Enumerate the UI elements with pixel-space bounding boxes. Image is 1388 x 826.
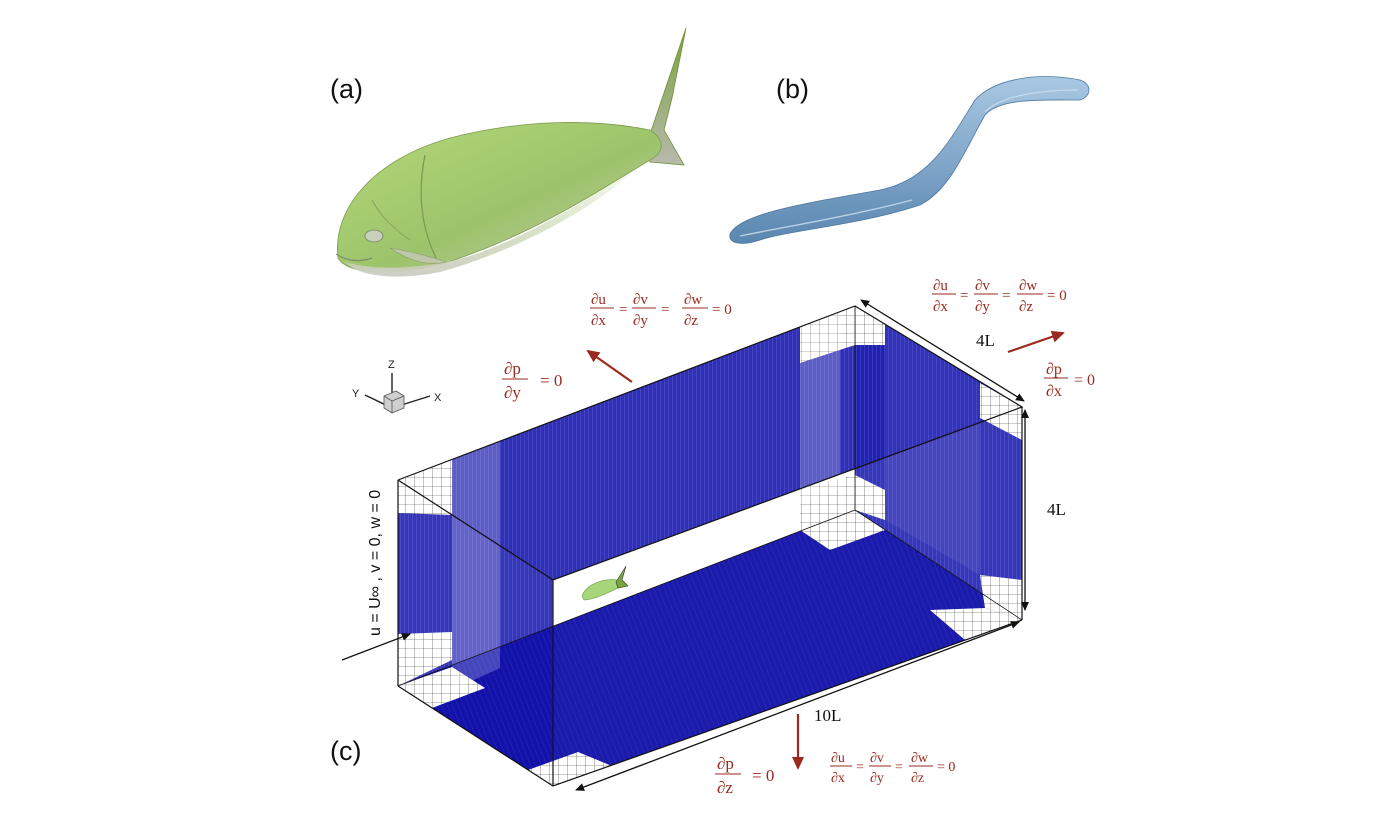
panel-label-a: (a) xyxy=(330,74,363,104)
bc-px-den: ∂x xyxy=(1046,383,1062,400)
bc-py-zero: = 0 xyxy=(540,371,562,390)
computational-domain xyxy=(397,305,1024,787)
bc-right-dx: ∂x xyxy=(933,299,948,315)
coarse-grid-block xyxy=(800,510,885,550)
bc-right-zero: = 0 xyxy=(1047,288,1067,304)
coarse-grid-block xyxy=(398,459,452,515)
bc-top-zero: = 0 xyxy=(712,302,732,318)
bc-top-dx: ∂x xyxy=(591,313,606,329)
axis-triad: Z Y X xyxy=(352,359,442,414)
bc-bottom-du: ∂u xyxy=(831,751,845,766)
bc-pressure-z: ∂p ∂z = 0 xyxy=(715,754,774,797)
coarse-grid-block xyxy=(398,667,485,708)
bc-arrows xyxy=(586,330,1065,770)
bc-top-eq1: = xyxy=(619,302,627,318)
coarse-grid-block xyxy=(398,632,452,686)
bc-right-dv: ∂v xyxy=(975,278,990,294)
inlet-bc-label: u = U∞ , v = 0, w = 0 xyxy=(367,490,384,636)
bc-pz-den: ∂z xyxy=(717,778,733,797)
coarse-grid-block xyxy=(800,306,855,363)
length-dimension-label: 10L xyxy=(814,706,841,725)
axis-x-label: X xyxy=(434,392,442,404)
coarse-grid-block xyxy=(980,575,1022,620)
bc-top-dv: ∂v xyxy=(633,292,648,308)
axis-z-label: Z xyxy=(388,359,395,371)
panel-label-b: (b) xyxy=(776,74,809,104)
bc-bottom-zero: = 0 xyxy=(937,760,955,775)
bc-top-dz: ∂z xyxy=(684,313,698,329)
bc-top-dy: ∂y xyxy=(633,313,648,329)
height-dimension-label: 4L xyxy=(1047,500,1066,519)
bc-right-dw: ∂w xyxy=(1019,278,1037,294)
bc-velocity-top: ∂u ∂x = ∂v ∂y = ∂w ∂z = 0 xyxy=(590,292,732,329)
bc-pressure-y: ∂p ∂y = 0 xyxy=(502,359,562,402)
bc-right-eq1: = xyxy=(960,288,968,304)
bc-bottom-dv: ∂v xyxy=(870,751,884,766)
fish-model-illustration xyxy=(335,27,687,277)
coarse-grid-block xyxy=(800,475,855,530)
inlet-boundary: u = U∞ , v = 0, w = 0 xyxy=(341,490,411,661)
eel-model-illustration xyxy=(729,76,1090,244)
bc-pressure-x: ∂p ∂x = 0 xyxy=(1044,361,1095,400)
bc-top-eq2: = xyxy=(661,302,669,318)
bc-velocity-right: ∂u ∂x = ∂v ∂y = ∂w ∂z = 0 xyxy=(932,278,1067,315)
coarse-grid-block xyxy=(855,475,885,520)
bc-pz-num: ∂p xyxy=(717,754,734,773)
bc-top-dw: ∂w xyxy=(684,292,702,308)
axis-y-label: Y xyxy=(352,388,360,400)
bc-bottom-dz: ∂z xyxy=(911,771,924,786)
bc-bottom-eq2: = xyxy=(895,760,903,775)
bc-py-den: ∂y xyxy=(504,383,521,402)
bc-right-dy: ∂y xyxy=(975,299,990,315)
bc-top-du: ∂u xyxy=(591,292,606,308)
bc-py-num: ∂p xyxy=(504,359,521,378)
bc-right-dz: ∂z xyxy=(1019,299,1033,315)
bc-right-eq2: = xyxy=(1002,288,1010,304)
bc-bottom-dy: ∂y xyxy=(870,771,884,786)
bc-px-num: ∂p xyxy=(1046,361,1062,378)
fish-in-domain xyxy=(581,565,629,601)
panel-label-c: (c) xyxy=(330,736,361,766)
bc-bottom-dw: ∂w xyxy=(911,751,929,766)
width-dimension-label: 4L xyxy=(976,331,995,350)
bc-right-du: ∂u xyxy=(933,278,948,294)
dimension-arrows: 4L 4L 10L xyxy=(575,299,1066,791)
bc-velocity-bottom: ∂u ∂x = ∂v ∂y = ∂w ∂z = 0 xyxy=(830,751,955,786)
bc-px-zero: = 0 xyxy=(1074,372,1095,389)
bc-pz-zero: = 0 xyxy=(752,766,774,785)
bc-bottom-dx: ∂x xyxy=(831,771,845,786)
bc-bottom-eq1: = xyxy=(856,760,864,775)
